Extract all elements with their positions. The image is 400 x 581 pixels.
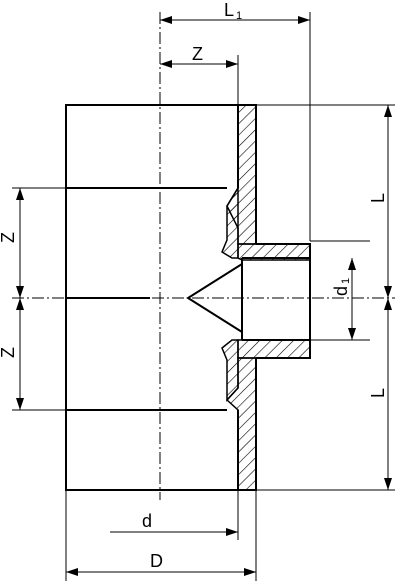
dimension-d1: d 1	[331, 258, 356, 340]
l-upper-label: L	[368, 193, 388, 203]
z-top-label: Z	[192, 44, 203, 64]
section-hatch	[221, 104, 311, 491]
dimension-d: d	[110, 511, 238, 536]
outer-d-label: D	[150, 551, 163, 571]
l1-subscript: 1	[236, 10, 242, 22]
dimension-l-right: L L	[368, 105, 392, 490]
dimension-outer-d: D	[66, 551, 256, 576]
d1-label: d	[331, 286, 351, 296]
l1-label: L	[224, 0, 234, 20]
l-lower-label: L	[368, 388, 388, 398]
z-left-upper-label: Z	[0, 232, 18, 243]
center-lines	[12, 12, 395, 500]
d1-subscript: 1	[340, 278, 352, 284]
dimension-l1: L 1	[160, 0, 310, 24]
extension-lines	[12, 12, 395, 581]
dimension-z-top: Z	[160, 44, 238, 68]
dimension-z-left: Z Z	[0, 188, 24, 410]
d-label: d	[142, 511, 152, 531]
z-left-lower-label: Z	[0, 347, 18, 358]
